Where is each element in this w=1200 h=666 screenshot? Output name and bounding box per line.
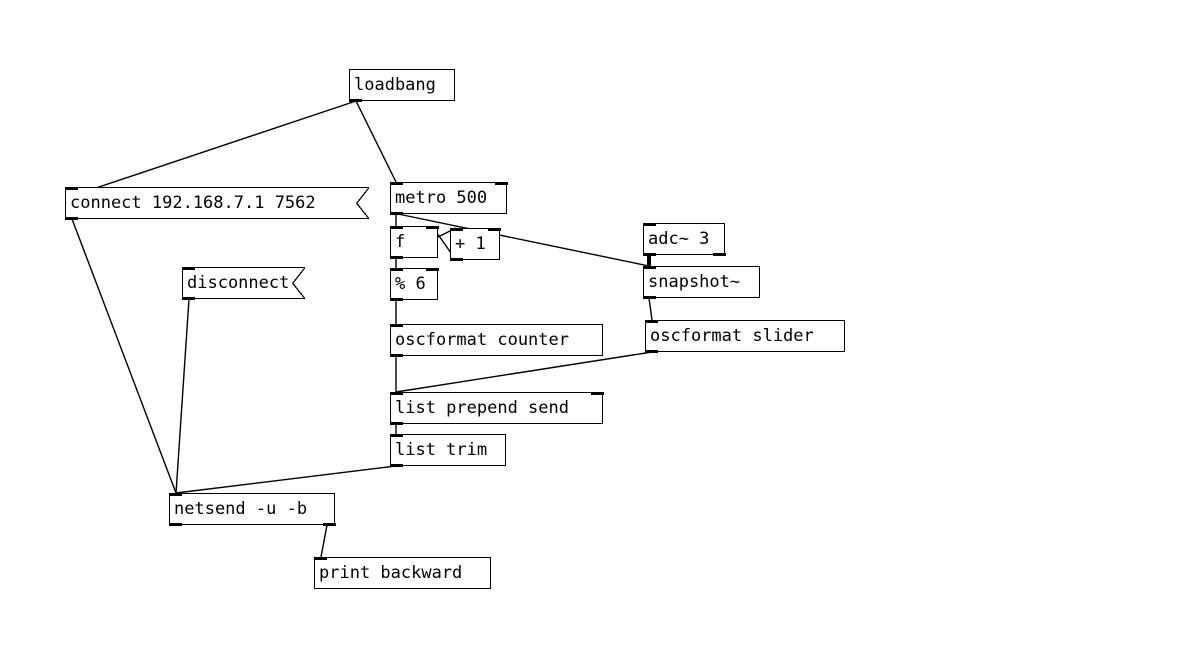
connection-cord[interactable] [175,298,190,494]
inlet-0[interactable] [389,391,403,395]
connection-cord[interactable] [71,100,357,197]
connection-cord[interactable] [355,100,397,183]
outlet-0[interactable] [449,257,463,261]
box-label: oscformat counter [395,329,569,350]
object-box-oscf_counter[interactable]: oscformat counter [389,323,603,357]
box-label: list trim [395,439,488,460]
outlet-1[interactable] [322,522,336,526]
outlet-0[interactable] [389,463,403,467]
object-box-netsend[interactable]: netsend -u -b [168,492,336,526]
outlet-0[interactable] [642,295,656,299]
inlet-1[interactable] [494,181,508,185]
inlet-0[interactable] [644,319,658,323]
outlet-0[interactable] [389,297,403,301]
inlet-0[interactable] [313,556,327,560]
message-box-disconnect[interactable]: disconnect [181,266,305,300]
box-label: adc~ 3 [648,228,710,249]
inlet-1[interactable] [425,267,439,271]
object-box-adc[interactable]: adc~ 3 [642,222,726,256]
inlet-0[interactable] [181,266,195,270]
outlet-0[interactable] [644,349,658,353]
outlet-0[interactable] [389,255,403,259]
object-box-plus1[interactable]: + 1 [449,227,501,261]
inlet-0[interactable] [389,181,403,185]
object-box-print[interactable]: print backward [313,556,491,589]
object-box-mod6[interactable]: % 6 [389,267,439,301]
outlet-0[interactable] [389,211,403,215]
outlet-0[interactable] [64,216,78,220]
connection-cord[interactable] [71,218,177,494]
outlet-0[interactable] [348,98,362,102]
box-label: connect 192.168.7.1 7562 [70,192,316,213]
box-label: % 6 [395,273,426,294]
object-box-loadbang[interactable]: loadbang [348,69,455,102]
inlet-0[interactable] [389,433,403,437]
box-label: + 1 [455,233,486,254]
outlet-0[interactable] [389,421,403,425]
box-label: disconnect [187,272,290,293]
connection-cord[interactable] [395,351,653,393]
inlet-1[interactable] [425,225,439,229]
inlet-0[interactable] [389,225,403,229]
outlet-0[interactable] [389,353,403,357]
box-label: list prepend send [395,397,569,418]
connection-cord[interactable] [320,524,328,558]
object-box-snapshot[interactable]: snapshot~ [642,265,760,299]
inlet-0[interactable] [449,227,463,231]
box-label: oscformat slider [650,325,814,346]
box-label: netsend -u -b [174,498,308,519]
box-label: f [395,231,406,252]
inlet-0[interactable] [389,323,403,327]
outlet-0[interactable] [168,522,182,526]
inlet-1[interactable] [487,227,501,231]
inlet-1[interactable] [590,391,604,395]
object-box-metro[interactable]: metro 500 [389,181,508,215]
inlet-0[interactable] [389,267,403,271]
connection-cord[interactable] [648,297,653,321]
inlet-0[interactable] [642,265,656,269]
box-label: loadbang [354,74,436,95]
object-box-list_prepend[interactable]: list prepend send [389,391,604,425]
box-label: print backward [319,562,463,583]
object-box-oscf_slider[interactable]: oscformat slider [644,319,845,353]
outlet-0[interactable] [181,296,195,300]
box-label: snapshot~ [648,271,741,292]
outlet-1[interactable] [712,252,726,256]
inlet-0[interactable] [642,222,656,226]
inlet-0[interactable] [64,186,78,190]
inlet-0[interactable] [168,492,182,496]
box-label: metro 500 [395,187,488,208]
object-box-list_trim[interactable]: list trim [389,433,506,467]
connection-cord[interactable] [175,465,397,494]
outlet-0[interactable] [642,252,656,256]
object-box-f[interactable]: f [389,225,439,259]
message-box-connect[interactable]: connect 192.168.7.1 7562 [64,186,369,220]
